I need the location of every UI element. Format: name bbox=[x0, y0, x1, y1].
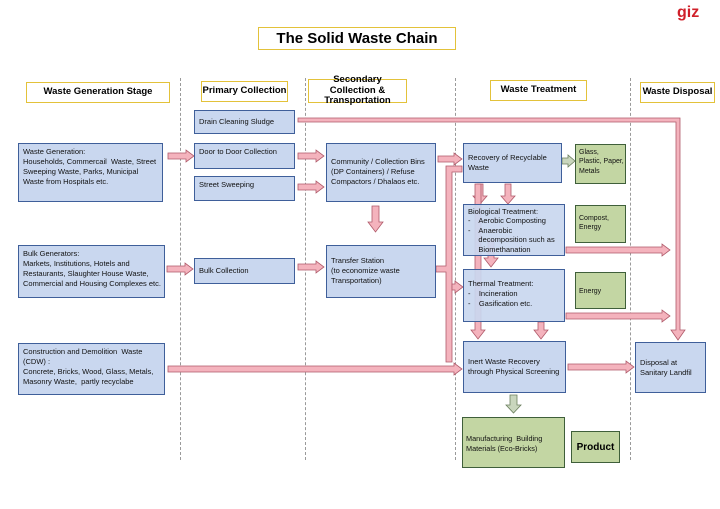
recovery-recyclable-box: Recovery of Recyclable Waste bbox=[463, 143, 562, 183]
arrow-recovery-to-glass bbox=[561, 154, 576, 168]
manufacturing-line: Manufacturing Building bbox=[466, 434, 543, 443]
recyclables-line: Metals bbox=[579, 167, 600, 175]
header-waste-treatment: Waste Treatment bbox=[490, 80, 587, 101]
household-line: Sweeping Waste, Parks, Municipal bbox=[23, 167, 139, 177]
header-waste-generation: Waste Generation Stage bbox=[26, 82, 170, 103]
bulk-line: Restaurants, Slaughter House Waste, bbox=[23, 269, 149, 279]
drain-cleaning-box: Drain Cleaning Sludge bbox=[194, 110, 295, 134]
recyclables-line: Glass, bbox=[579, 149, 599, 156]
arrow-drain-to-landfill bbox=[297, 117, 686, 341]
thermal-line: - Incineration bbox=[468, 289, 518, 299]
recyclables-line: Plastic, Paper, bbox=[579, 158, 624, 166]
arrow-sweeping-to-community bbox=[297, 180, 325, 194]
arrow-collection-to-transfer bbox=[297, 260, 325, 274]
biological-line: - Anaerobic bbox=[468, 225, 513, 235]
recyclables-output-box: Glass, Plastic, Paper, Metals bbox=[575, 144, 626, 184]
inert-line: through Physical Screening bbox=[468, 367, 560, 377]
arrow-inert-to-landfill bbox=[567, 360, 635, 374]
door-to-door-label: Door to Door Collection bbox=[199, 147, 277, 156]
community-bins-box: Community / Collection Bins (DP Containe… bbox=[326, 143, 436, 202]
thermal-treatment-box: Thermal Treatment: - Incineration - Gasi… bbox=[463, 269, 565, 322]
biological-line: Biomethanation bbox=[468, 244, 531, 254]
energy-label: Energy bbox=[579, 288, 602, 295]
product-box: Product bbox=[571, 431, 620, 463]
cdw-line: Construction and Demolition Waste bbox=[23, 347, 143, 356]
recovery-line: Waste bbox=[468, 163, 489, 173]
compost-line: Energy bbox=[579, 224, 602, 232]
inert-recovery-box: Inert Waste Recovery through Physical Sc… bbox=[463, 341, 566, 393]
cdw-generation-box: Construction and Demolition Waste (CDW) … bbox=[18, 343, 165, 395]
energy-output-box: Energy bbox=[575, 272, 626, 309]
bulk-generators-box: Bulk Generators: Markets, Institutions, … bbox=[18, 245, 165, 298]
transfer-line: (to economize waste bbox=[331, 266, 400, 276]
thermal-line: Thermal Treatment: bbox=[468, 279, 534, 288]
drain-cleaning-label: Drain Cleaning Sludge bbox=[199, 116, 275, 126]
manufacturing-box: Manufacturing Building Materials (Eco-Br… bbox=[462, 417, 565, 468]
arrow-thermal-to-landfill bbox=[565, 309, 671, 323]
household-line: Waste from Hospitals etc. bbox=[23, 177, 109, 187]
recovery-line: Recovery of Recyclable bbox=[468, 153, 547, 162]
street-sweeping-box: Street Sweeping bbox=[194, 176, 295, 201]
sanitary-landfill-box: Disposal at Sanitary Landfil bbox=[635, 342, 706, 393]
header-waste-disposal: Waste Disposal bbox=[640, 82, 715, 103]
street-sweeping-label: Street Sweeping bbox=[199, 180, 255, 189]
inert-line: Inert Waste Recovery bbox=[468, 357, 540, 366]
transfer-line: Transfer Station bbox=[331, 256, 385, 265]
household-line: Households, Commercail Waste, Street bbox=[23, 157, 157, 167]
landfill-line: Sanitary Landfil bbox=[640, 368, 692, 378]
bulk-line: Commercial and Housing Complexes etc. bbox=[23, 279, 161, 289]
giz-logo: giz bbox=[677, 4, 700, 21]
arrow-community-to-recovery bbox=[437, 152, 463, 166]
landfill-line: Disposal at bbox=[640, 358, 678, 367]
arrow-door-to-community bbox=[297, 149, 325, 163]
community-line: Community / Collection Bins bbox=[331, 157, 425, 166]
household-line: Waste Generation: bbox=[23, 147, 86, 156]
header-secondary-line2: Transportation bbox=[324, 95, 391, 107]
compost-line: Compost, bbox=[579, 215, 609, 222]
column-divider bbox=[630, 78, 631, 460]
biological-line: decomposition such as bbox=[468, 235, 555, 245]
biological-treatment-box: Biological Treatment: - Aerobic Composti… bbox=[463, 204, 565, 256]
header-secondary-line1: Secondary Collection & bbox=[329, 74, 386, 96]
manufacturing-line: Materials (Eco-Bricks) bbox=[466, 443, 538, 453]
household-generation-box: Waste Generation: Households, Commercail… bbox=[18, 143, 163, 202]
header-primary-collection: Primary Collection bbox=[201, 81, 288, 102]
community-line: Compactors / Dhalaos etc. bbox=[331, 177, 420, 187]
arrow-recovery-to-biological-2 bbox=[500, 183, 516, 205]
arrow-thermal-to-inert bbox=[533, 321, 549, 340]
header-secondary-collection: Secondary Collection & Transportation bbox=[308, 75, 407, 107]
community-line: (DP Containers) / Refuse bbox=[331, 167, 415, 177]
arrow-community-to-transfer bbox=[367, 205, 384, 233]
transfer-line: Transportation) bbox=[331, 276, 382, 286]
arrow-bulk-to-collection bbox=[166, 262, 194, 276]
arrow-biological-to-landfill bbox=[565, 243, 671, 257]
arrow-cdw-to-inert bbox=[167, 362, 463, 376]
arrow-household-to-door bbox=[167, 149, 195, 163]
column-divider bbox=[455, 78, 456, 460]
page-title: The Solid Waste Chain bbox=[258, 27, 456, 50]
transfer-station-box: Transfer Station (to economize waste Tra… bbox=[326, 245, 436, 298]
bulk-collection-box: Bulk Collection bbox=[194, 258, 295, 284]
arrow-transfer-to-trunk bbox=[435, 165, 463, 363]
compost-output-box: Compost, Energy bbox=[575, 205, 626, 243]
cdw-line: Concrete, Bricks, Wood, Glass, Metals, bbox=[23, 367, 154, 377]
biological-line: Biological Treatment: bbox=[468, 207, 539, 216]
cdw-line: (CDW) : bbox=[23, 357, 51, 367]
arrow-inert-to-manufacturing bbox=[505, 394, 522, 414]
arrow-trunk-to-thermal bbox=[451, 280, 464, 294]
biological-line: - Aerobic Composting bbox=[468, 216, 546, 226]
cdw-line: Masonry Waste, partly recyclabe bbox=[23, 377, 134, 387]
thermal-line: - Gasification etc. bbox=[468, 299, 533, 309]
bulk-line: Bulk Generators: bbox=[23, 249, 80, 258]
bulk-collection-label: Bulk Collection bbox=[199, 265, 249, 275]
door-to-door-box: Door to Door Collection bbox=[194, 143, 295, 169]
bulk-line: Markets, Institutions, Hotels and bbox=[23, 259, 130, 269]
